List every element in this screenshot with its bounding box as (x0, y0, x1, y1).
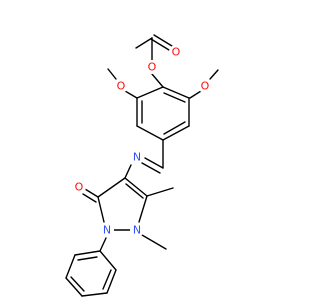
bond-acetyl-carbonyl-1 (150, 38, 170, 51)
atom-label-text: O (117, 80, 126, 93)
bond-ch-imine-1 (144, 157, 164, 169)
atom-label-text: O (201, 80, 210, 93)
atom-o-ester: O (145, 60, 159, 74)
bond-acetyl-carbonyl-2 (153, 34, 173, 47)
bond-pyr-c5-o-2 (82, 193, 97, 203)
atom-o-methoxy-right: O (198, 79, 212, 93)
bond-ester-ring (151, 73, 164, 88)
bond-n1-phenyl (99, 237, 107, 252)
atom-o-pyrazolone: O (72, 180, 86, 194)
atom-label-layer: O O O O N O N N (72, 45, 212, 237)
bond-pyr-c5-o-1 (84, 188, 99, 198)
bond-benzene-6 (136, 86, 164, 99)
bond-phenyl-4 (65, 277, 83, 297)
atom-label-text: O (148, 61, 157, 74)
atom-o-methoxy-left: O (114, 79, 128, 93)
bond-phenyl-3 (81, 292, 108, 297)
bond-phenyl-6-inner (77, 256, 98, 261)
bond-pyr-c5-c4 (97, 177, 126, 198)
bond-c3-methyl (146, 187, 174, 197)
atom-label-text: N (133, 224, 141, 237)
bond-benzene-4 (136, 125, 164, 141)
bond-phenyl-5 (65, 254, 76, 279)
bond-imine-to-pyrazole (124, 164, 132, 179)
bond-pyr-n1-c5 (97, 196, 105, 223)
atom-label-text: N (103, 224, 111, 237)
bond-n2-methyl (141, 234, 167, 250)
bond-methoxy-right-ring (189, 90, 202, 99)
bond-pyr-c4-c3 (124, 177, 148, 197)
bond-ch-imine-2 (141, 162, 161, 174)
bond-benzene-1 (162, 86, 190, 99)
atom-label-text: N (133, 151, 141, 164)
bond-layer (65, 34, 219, 297)
bond-phenyl-6 (74, 250, 101, 256)
bond-methoxy-left-methyl (107, 68, 117, 80)
atom-n2-pyrazole: N (130, 223, 144, 237)
bond-pyr-c3-n2 (138, 195, 148, 223)
atom-o-carbonyl-acetyl: O (169, 45, 183, 59)
atom-label-text: O (75, 181, 84, 194)
bond-benzene-3 (162, 125, 190, 141)
bond-pyr-c4-c3-inner (125, 183, 144, 199)
atom-n1-pyrazole: N (100, 223, 114, 237)
bond-phenyl-1 (99, 250, 117, 271)
bond-phenyl-2 (106, 269, 117, 294)
bond-benzene-3-inner (163, 121, 186, 135)
bond-phenyl-2-inner (102, 269, 112, 290)
bond-methoxy-left-ring (124, 90, 138, 99)
bond-phenyl-4-inner (70, 276, 85, 292)
bond-methoxy-right-methyl (209, 69, 219, 80)
atom-n-imine: N (130, 150, 144, 164)
bond-acetyl-methyl (135, 37, 153, 49)
bond-benzene-1-inner (163, 92, 186, 103)
atom-label-text: O (172, 46, 181, 59)
chemical-structure-diagram: O O O O N O N N (65, 34, 219, 297)
